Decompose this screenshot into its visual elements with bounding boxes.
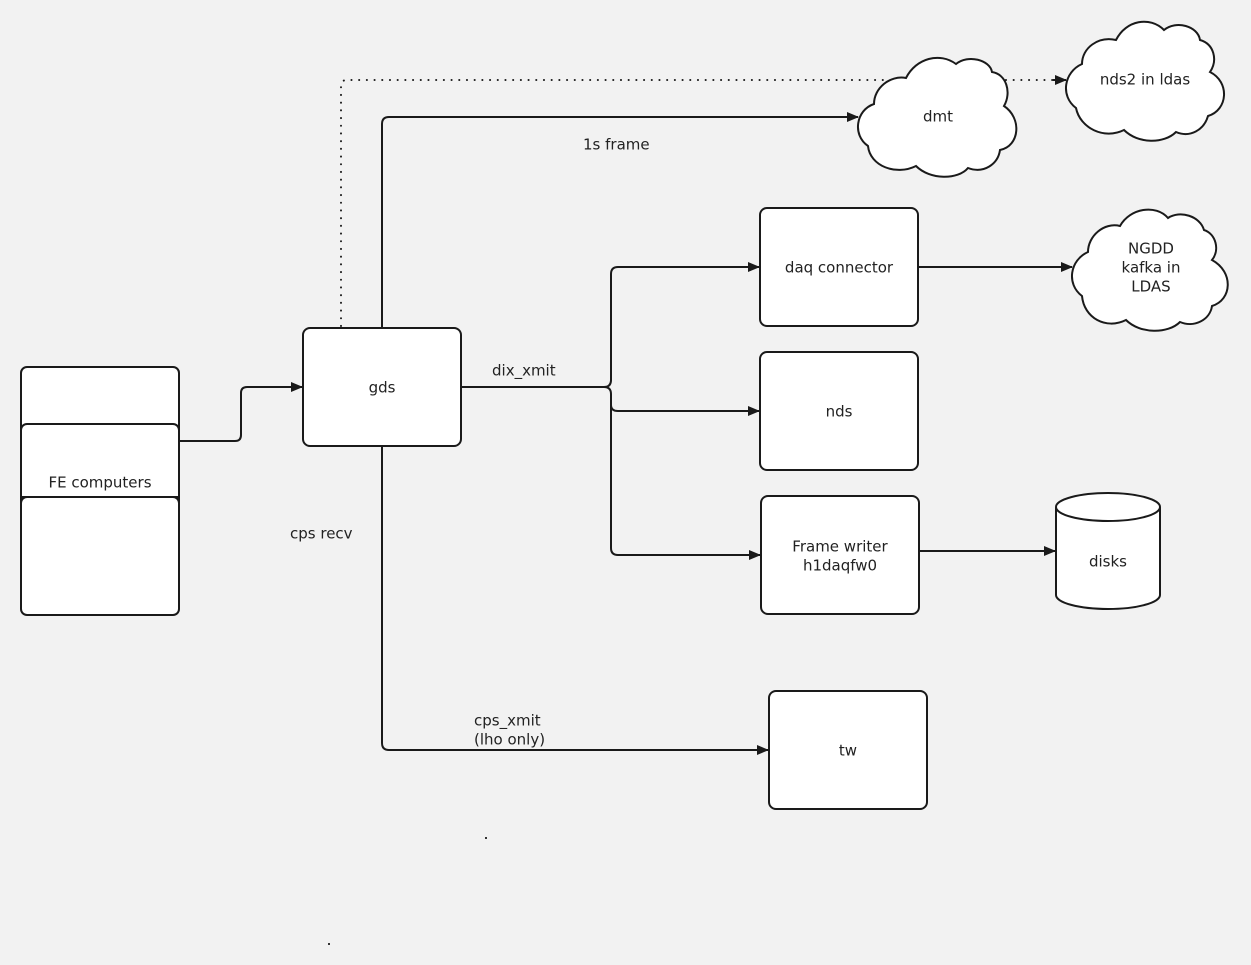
node-fe-computers[interactable]: FE computers: [20, 366, 180, 616]
nds-label: nds: [826, 403, 853, 421]
stray-dot: [485, 837, 487, 839]
gds-label: gds: [369, 379, 396, 397]
daq-connector-box: [759, 207, 919, 327]
edge-label-dix-xmit: dix_xmit: [492, 362, 556, 381]
edge-label-cps-xmit-line-2: (lho only): [474, 731, 545, 749]
frame-writer-label-line-1: Frame writer: [792, 538, 888, 556]
node-ngdd[interactable]: NGDD kafka in LDAS: [1070, 208, 1229, 332]
node-nds[interactable]: nds: [759, 351, 919, 471]
fe-label-bg: [23, 470, 177, 494]
edges: [179, 75, 1073, 755]
fe-computer-card-3: [20, 496, 180, 616]
tw-label: tw: [839, 742, 857, 760]
edge-gds-to-dmt[interactable]: [381, 112, 859, 328]
edge-label-1s-frame: 1s frame: [583, 136, 650, 154]
ngdd-label-line-2: kafka in: [1122, 259, 1181, 277]
edge-fe-to-gds[interactable]: [179, 382, 303, 442]
node-nds2[interactable]: nds2 in ldas: [1064, 20, 1225, 142]
ngdd-label-line-3: LDAS: [1131, 278, 1170, 296]
ngdd-cloud-shape: [1070, 208, 1229, 332]
node-tw[interactable]: tw: [768, 690, 928, 810]
nds2-cloud-shape: [1064, 20, 1225, 142]
frame-writer-box: [760, 495, 920, 615]
edge-label-cps-xmit-line-1: cps_xmit: [474, 712, 541, 731]
tw-box: [768, 690, 928, 810]
disks-label: disks: [1089, 553, 1127, 571]
dmt-label: dmt: [923, 108, 953, 126]
node-gds[interactable]: gds: [302, 327, 462, 447]
edge-gds-to-tw[interactable]: [381, 446, 769, 755]
label-cps-recv: cps recv: [290, 525, 353, 543]
nds-box: [759, 351, 919, 471]
node-disks[interactable]: disks: [1055, 492, 1161, 610]
stray-dot: [328, 943, 330, 945]
edge-gds-to-nds[interactable]: [603, 386, 760, 416]
node-dmt[interactable]: dmt: [857, 56, 1018, 178]
dmt-cloud-shape: [857, 56, 1018, 178]
disks-cylinder-top: [1055, 492, 1161, 522]
fe-computers-label: FE computers: [48, 474, 151, 492]
edge-gds-to-frame-writer[interactable]: [610, 394, 761, 560]
frame-writer-label-line-2: h1daqfw0: [803, 557, 877, 575]
node-daq-connector[interactable]: daq connector: [759, 207, 919, 327]
disks-cylinder-body: [1055, 507, 1161, 610]
gds-box: [302, 327, 462, 447]
ngdd-label-line-1: NGDD: [1128, 240, 1174, 258]
node-frame-writer[interactable]: Frame writer h1daqfw0: [760, 495, 920, 615]
daq-connector-label: daq connector: [785, 259, 894, 277]
edge-labels: 1s frame dix_xmit cps recv cps_xmit (lho…: [290, 136, 650, 749]
nds2-label: nds2 in ldas: [1100, 71, 1190, 89]
